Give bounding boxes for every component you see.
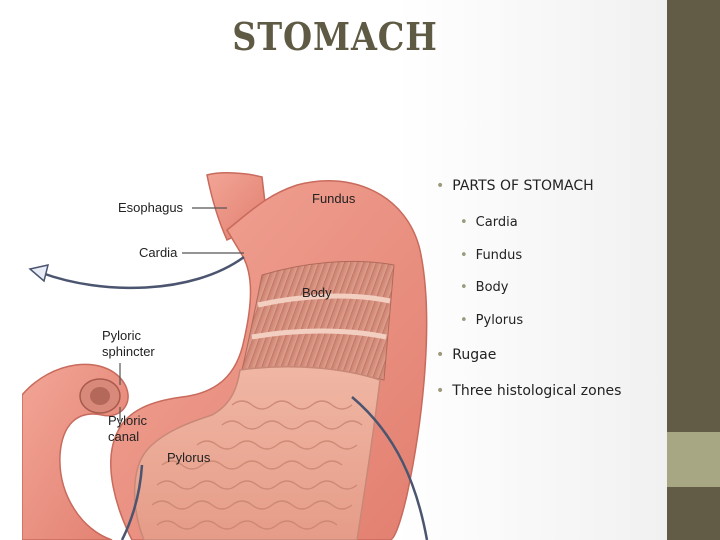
bullet-marker: • <box>460 280 468 295</box>
bullet-part-pylorus: •Pylorus <box>460 313 524 328</box>
bullet-marker: • <box>436 383 445 399</box>
bullet-marker: • <box>460 215 468 230</box>
label-body: Body <box>302 285 332 300</box>
pylorus-arrow <box>351 396 429 540</box>
muscle-layers <box>241 260 395 381</box>
bullet-histological-zones: •Three histological zones <box>436 383 622 399</box>
cardia-arrow <box>41 255 245 290</box>
bullet-marker: • <box>460 313 468 328</box>
bullet-part-body: •Body <box>460 280 509 295</box>
bullet-marker: • <box>460 248 468 263</box>
stomach-illustration: Esophagus Fundus Cardia Body Pyloric sph… <box>22 165 440 540</box>
bullet-part-fundus: •Fundus <box>460 248 523 263</box>
label-pyloric-sphincter-line1: Pyloric <box>102 328 142 343</box>
bullet-marker: • <box>436 178 445 194</box>
label-pyloric-sphincter-line2: sphincter <box>102 344 155 359</box>
bullet-part-cardia: •Cardia <box>460 215 518 230</box>
bullet-parts-heading: •PARTS OF STOMACH <box>436 178 594 194</box>
label-fundus: Fundus <box>312 191 356 206</box>
bullet-marker: • <box>436 347 445 363</box>
bullet-rugae: •Rugae <box>436 347 497 363</box>
label-pyloric-canal-line2: canal <box>108 429 139 444</box>
label-cardia: Cardia <box>139 245 178 260</box>
label-pylorus: Pylorus <box>167 450 211 465</box>
slide-title: STOMACH <box>232 14 438 59</box>
lower-arrow <box>120 464 144 540</box>
rugae-area <box>133 366 381 540</box>
label-esophagus: Esophagus <box>118 200 184 215</box>
side-bar-accent <box>667 432 720 487</box>
label-pyloric-canal-line1: Pyloric <box>108 413 148 428</box>
